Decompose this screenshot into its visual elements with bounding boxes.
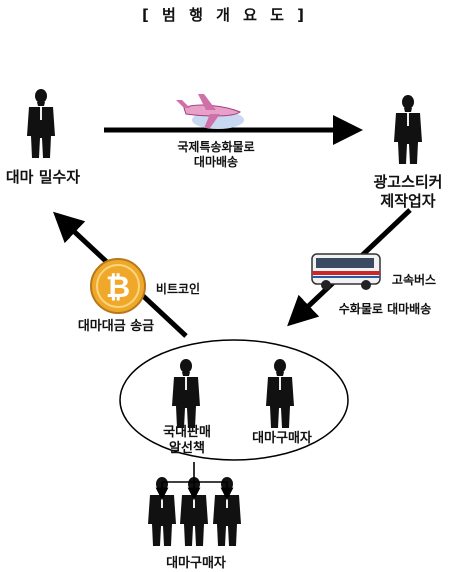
node-sticker-maker: 광고스티커 제작업자 <box>366 173 450 211</box>
bitcoin-coin-icon: ₿ <box>90 258 146 314</box>
bus-icon <box>311 253 381 290</box>
group-ellipse <box>119 339 349 461</box>
edge-intl-shipping: 국제특송화물로 대마배송 <box>168 140 264 170</box>
edge-intl-shipping-line-1: 국제특송화물로 <box>177 140 255 154</box>
person-icon-sticker-maker <box>394 95 422 164</box>
node-sticker-maker-line-1: 광고스티커 <box>373 173 443 191</box>
person-icon-seller <box>172 359 200 428</box>
edge-bus-label: 고속버스 <box>391 273 437 287</box>
node-buyer-in-group: 대마구매자 <box>252 431 312 446</box>
diagram-title: [ 범 행 개 요 도 ] <box>141 6 309 24</box>
node-domestic-seller: 국내판매 알선책 <box>153 425 221 458</box>
node-buyers-bottom: 대마구매자 <box>166 556 226 571</box>
node-domestic-seller-line-2: 알선책 <box>169 441 205 457</box>
person-icon-smuggler <box>27 89 55 158</box>
airplane-icon <box>176 94 244 129</box>
arrow-distribution <box>155 462 234 501</box>
node-smuggler: 대마 밀수자 <box>5 168 81 186</box>
svg-text:₿: ₿ <box>106 270 130 305</box>
edge-bitcoin: 비트코인 <box>155 282 201 296</box>
person-icon-buyer <box>266 359 294 428</box>
node-domestic-seller-line-1: 국내판매 <box>163 425 211 440</box>
node-sticker-maker-line-2: 제작업자 <box>380 191 436 210</box>
edge-intl-shipping-line-2: 대마배송 <box>193 155 239 169</box>
edge-bus-shipping: 수화물로 대마배송 <box>338 302 432 316</box>
edge-payment: 대마대금 송금 <box>77 319 155 334</box>
